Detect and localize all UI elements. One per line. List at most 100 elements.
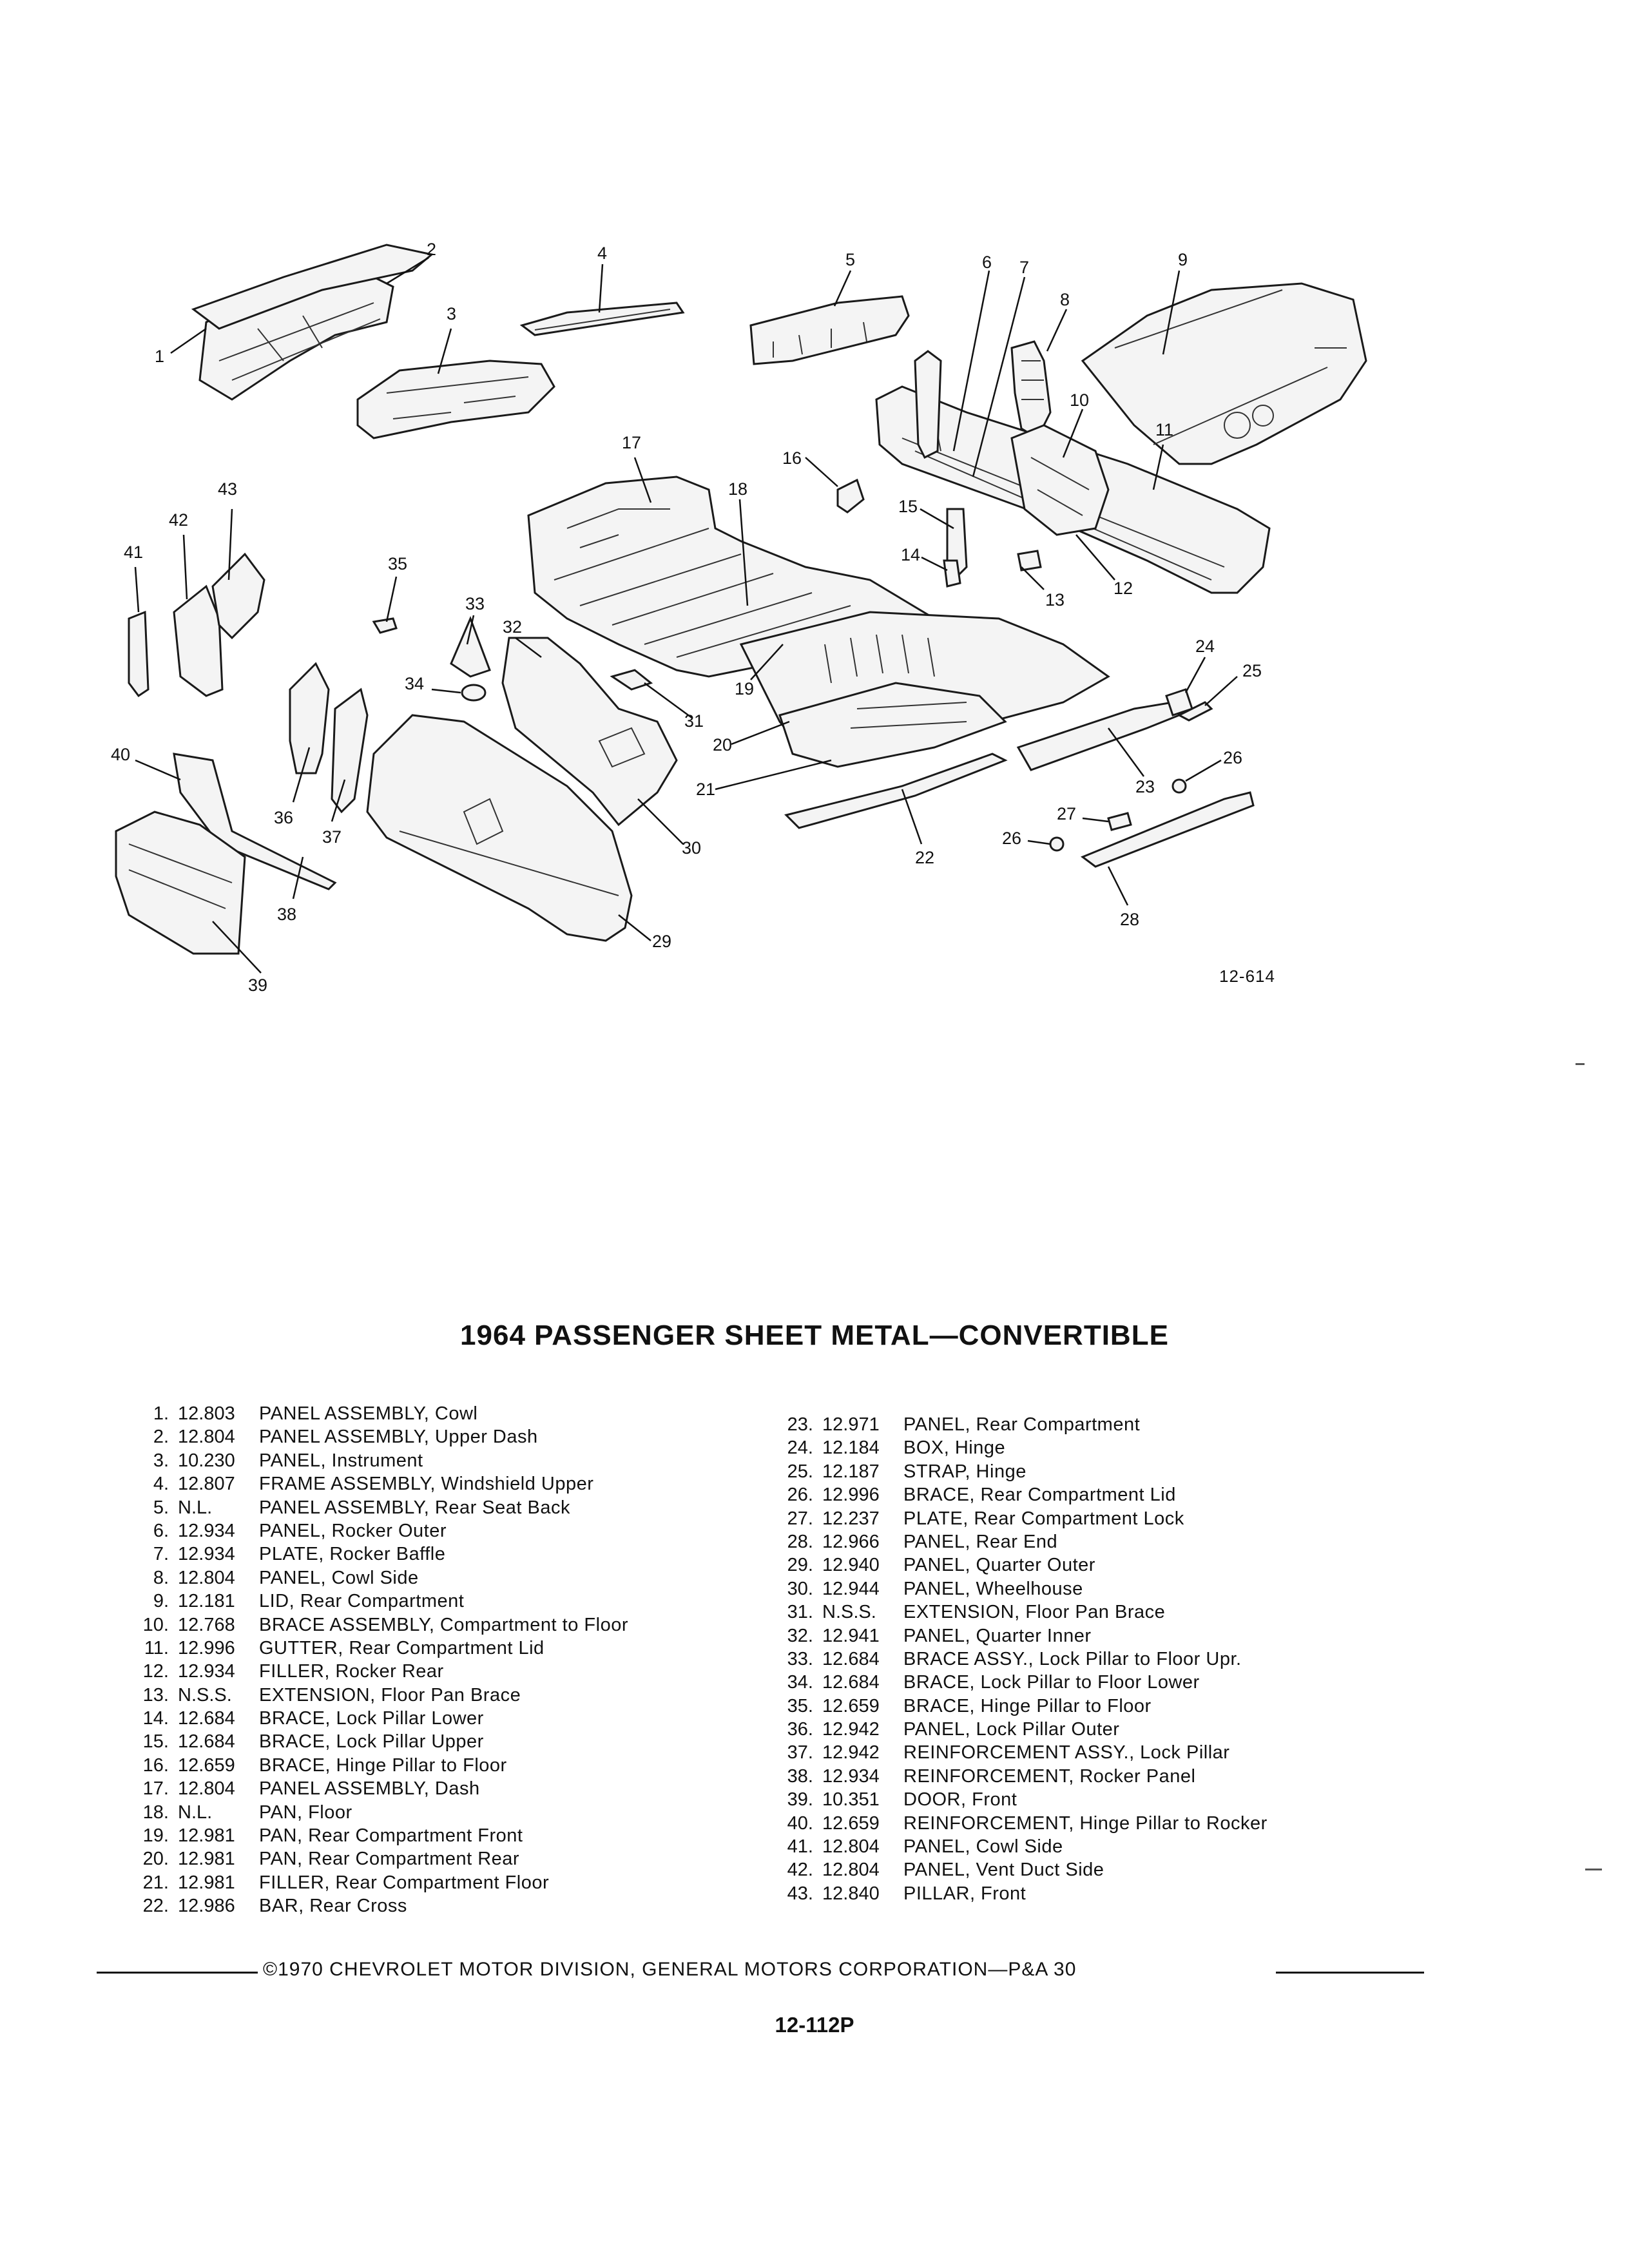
part-num: 17. bbox=[142, 1778, 169, 1800]
callout-leader-lines bbox=[134, 256, 1238, 974]
callout-26b: 26 bbox=[1002, 829, 1021, 848]
callout-37: 37 bbox=[322, 827, 342, 847]
part-list-item: 5.N.L.PANEL ASSEMBLY, Rear Seat Back bbox=[122, 1497, 628, 1521]
part-list-item: 42. 12.804 PANEL, Vent Duct Side bbox=[767, 1860, 1268, 1883]
part-num: 12. bbox=[142, 1661, 169, 1682]
figure-id: 12-614 bbox=[1219, 966, 1275, 986]
callout-32: 32 bbox=[503, 617, 522, 637]
part-desc: BRACE, Hinge Pillar to Floor bbox=[903, 1695, 1152, 1716]
part-code: 12.934 bbox=[178, 1661, 235, 1682]
edge-mark bbox=[1576, 1063, 1585, 1065]
copyright-footer: ©1970 CHEVROLET MOTOR DIVISION, GENERAL … bbox=[97, 1959, 1534, 1984]
part-num: 9. bbox=[153, 1591, 169, 1612]
part-code: 12.803 bbox=[178, 1403, 235, 1424]
part-desc: EXTENSION, Floor Pan Brace bbox=[903, 1602, 1166, 1623]
part-num: 33. bbox=[787, 1648, 813, 1669]
callout-21: 21 bbox=[696, 780, 715, 799]
part-code: 12.934 bbox=[822, 1765, 880, 1787]
part-code: 12.996 bbox=[822, 1485, 880, 1506]
part-num: 1. bbox=[153, 1403, 169, 1424]
callout-27: 27 bbox=[1057, 804, 1076, 823]
part-num: 43. bbox=[787, 1883, 813, 1904]
callout-42: 42 bbox=[169, 510, 188, 530]
part-desc: PANEL, Quarter Outer bbox=[903, 1555, 1095, 1576]
part-num: 15. bbox=[142, 1731, 169, 1753]
part-lid-braces-lock-plate bbox=[1049, 778, 1187, 852]
callout-41: 41 bbox=[124, 543, 143, 562]
part-desc: PANEL, Rear End bbox=[903, 1531, 1058, 1552]
part-desc: REINFORCEMENT, Hinge Pillar to Rocker bbox=[903, 1812, 1268, 1834]
part-rear-compartment-lid bbox=[1081, 282, 1367, 465]
callout-38: 38 bbox=[277, 905, 296, 924]
part-desc: PANEL, Quarter Inner bbox=[903, 1625, 1092, 1646]
part-code: 12.804 bbox=[822, 1860, 880, 1881]
part-code: 12.659 bbox=[822, 1812, 880, 1834]
callout-19: 19 bbox=[735, 679, 754, 698]
callout-20: 20 bbox=[713, 735, 732, 754]
callout-17: 17 bbox=[622, 433, 641, 452]
callout-31: 31 bbox=[684, 711, 704, 731]
part-desc: BAR, Rear Cross bbox=[259, 1896, 407, 1917]
part-lock-pillar bbox=[289, 662, 369, 814]
footer-rule-right bbox=[1276, 1972, 1424, 1974]
part-num: 41. bbox=[787, 1836, 813, 1858]
part-desc: REINFORCEMENT, Rocker Panel bbox=[903, 1765, 1196, 1787]
part-desc: FILLER, Rear Compartment Floor bbox=[259, 1872, 550, 1893]
part-desc: PAN, Floor bbox=[259, 1802, 352, 1823]
part-code: 10.351 bbox=[822, 1789, 880, 1811]
part-num: 32. bbox=[787, 1625, 813, 1646]
part-num: 31. bbox=[787, 1602, 813, 1623]
part-lock-pillar-braces bbox=[372, 615, 491, 702]
part-code: 10.230 bbox=[178, 1450, 235, 1471]
part-code: 12.659 bbox=[178, 1754, 235, 1776]
callout-4: 4 bbox=[597, 244, 607, 263]
part-num: 10. bbox=[142, 1614, 169, 1635]
callout-40: 40 bbox=[111, 745, 130, 764]
callout-9: 9 bbox=[1178, 250, 1188, 269]
callout-15: 15 bbox=[898, 497, 918, 516]
part-code: 12.684 bbox=[178, 1731, 235, 1753]
part-quarter-inner-wheelhouse bbox=[501, 637, 678, 827]
part-num: 27. bbox=[787, 1508, 813, 1529]
part-desc: EXTENSION, Floor Pan Brace bbox=[259, 1684, 521, 1706]
callout-34: 34 bbox=[405, 674, 424, 693]
part-num: 11. bbox=[144, 1637, 169, 1658]
part-num: 18. bbox=[142, 1802, 169, 1823]
part-desc: PANEL, Vent Duct Side bbox=[903, 1860, 1104, 1881]
part-code: 12.804 bbox=[822, 1836, 880, 1858]
part-code: 12.942 bbox=[822, 1719, 880, 1740]
part-desc: FRAME ASSEMBLY, Windshield Upper bbox=[259, 1474, 594, 1495]
callout-39: 39 bbox=[248, 975, 267, 995]
part-code: N.S.S. bbox=[178, 1684, 232, 1706]
part-code: 12.966 bbox=[822, 1531, 880, 1552]
part-rear-end-panel bbox=[1080, 791, 1255, 868]
part-desc: PANEL ASSEMBLY, Dash bbox=[259, 1778, 480, 1800]
part-desc: BRACE, Lock Pillar to Floor Lower bbox=[903, 1672, 1200, 1693]
part-desc: PANEL ASSEMBLY, Upper Dash bbox=[259, 1427, 538, 1448]
part-num: 19. bbox=[142, 1825, 169, 1847]
part-code: 12.996 bbox=[178, 1637, 235, 1658]
part-num: 16. bbox=[142, 1754, 169, 1776]
part-desc: PANEL, Rocker Outer bbox=[259, 1520, 447, 1541]
part-list-item: 18.N.L.PAN, Floor bbox=[122, 1802, 628, 1825]
callout-8: 8 bbox=[1060, 290, 1070, 309]
part-num: 2. bbox=[153, 1427, 169, 1448]
callout-33: 33 bbox=[465, 594, 485, 613]
part-desc: GUTTER, Rear Compartment Lid bbox=[259, 1637, 545, 1658]
part-num: 30. bbox=[787, 1578, 813, 1599]
part-desc: PANEL ASSEMBLY, Cowl bbox=[259, 1403, 478, 1424]
part-code: N.L. bbox=[178, 1497, 213, 1518]
part-num: 42. bbox=[787, 1860, 813, 1881]
part-floor-pan-extension bbox=[610, 669, 653, 691]
part-code: 12.768 bbox=[178, 1614, 235, 1635]
